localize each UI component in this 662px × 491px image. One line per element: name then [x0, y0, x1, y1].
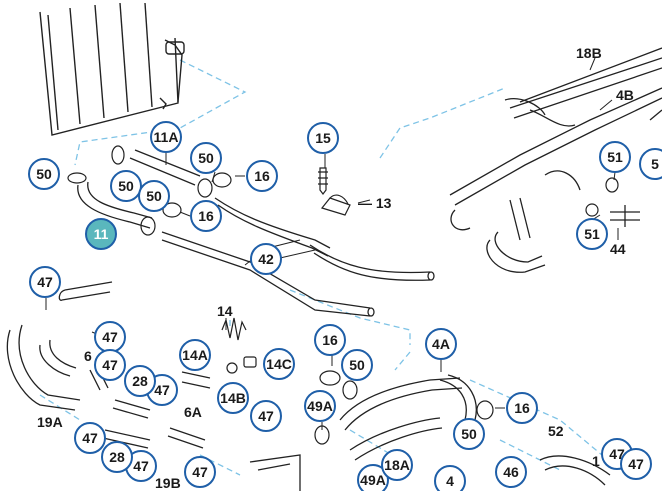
radiator-drawing — [39, 2, 185, 136]
callout-46[interactable]: 46 — [495, 456, 527, 488]
callout-16[interactable]: 16 — [314, 324, 346, 356]
callout-50[interactable]: 50 — [110, 170, 142, 202]
callout-28[interactable]: 28 — [124, 365, 156, 397]
callout-28[interactable]: 28 — [101, 441, 133, 473]
callout-47[interactable]: 47 — [184, 456, 216, 488]
callout-14a[interactable]: 14A — [179, 339, 211, 371]
part-label-19a[interactable]: 19A — [37, 414, 63, 430]
part-label-14[interactable]: 14 — [217, 303, 233, 319]
part-label-52[interactable]: 52 — [548, 423, 564, 439]
part-label-1[interactable]: 1 — [592, 453, 600, 469]
callout-51[interactable]: 51 — [576, 218, 608, 250]
callout-47[interactable]: 47 — [74, 422, 106, 454]
callout-47[interactable]: 47 — [29, 266, 61, 298]
callout-50[interactable]: 50 — [28, 158, 60, 190]
callout-14b[interactable]: 14B — [217, 382, 249, 414]
lower-center-hoses — [249, 374, 611, 491]
callout-14c[interactable]: 14C — [263, 348, 295, 380]
clamp-drawings — [67, 145, 619, 445]
part-label-18b[interactable]: 18B — [576, 45, 602, 61]
callout-50[interactable]: 50 — [138, 180, 170, 212]
callout-4a[interactable]: 4A — [425, 328, 457, 360]
callout-47[interactable]: 47 — [94, 349, 126, 381]
callout-11[interactable]: 11 — [85, 218, 117, 250]
callout-50[interactable]: 50 — [190, 142, 222, 174]
callout-11a[interactable]: 11A — [150, 121, 182, 153]
part-label-6[interactable]: 6 — [84, 348, 92, 364]
part-label-6a[interactable]: 6A — [184, 404, 202, 420]
callout-5[interactable]: 5 — [639, 148, 662, 180]
right-hose-assembly — [449, 47, 662, 273]
part-label-19b[interactable]: 19B — [155, 475, 181, 491]
callout-16[interactable]: 16 — [506, 392, 538, 424]
callout-18a[interactable]: 18A — [381, 449, 413, 481]
callout-4[interactable]: 4 — [434, 465, 466, 491]
part-label-44[interactable]: 44 — [610, 241, 626, 257]
callout-16[interactable]: 16 — [190, 200, 222, 232]
part-label-13[interactable]: — 13 — [358, 195, 392, 211]
callout-49a[interactable]: 49A — [304, 390, 336, 422]
upper-hoses — [77, 149, 435, 317]
callout-47[interactable]: 47 — [250, 400, 282, 432]
callout-47[interactable]: 47 — [620, 448, 652, 480]
callout-50[interactable]: 50 — [453, 418, 485, 450]
callout-51[interactable]: 51 — [599, 141, 631, 173]
callout-15[interactable]: 15 — [307, 122, 339, 154]
callout-16[interactable]: 16 — [246, 160, 278, 192]
callout-42[interactable]: 42 — [250, 243, 282, 275]
part-label-4b[interactable]: 4B — [616, 87, 634, 103]
callout-50[interactable]: 50 — [341, 349, 373, 381]
